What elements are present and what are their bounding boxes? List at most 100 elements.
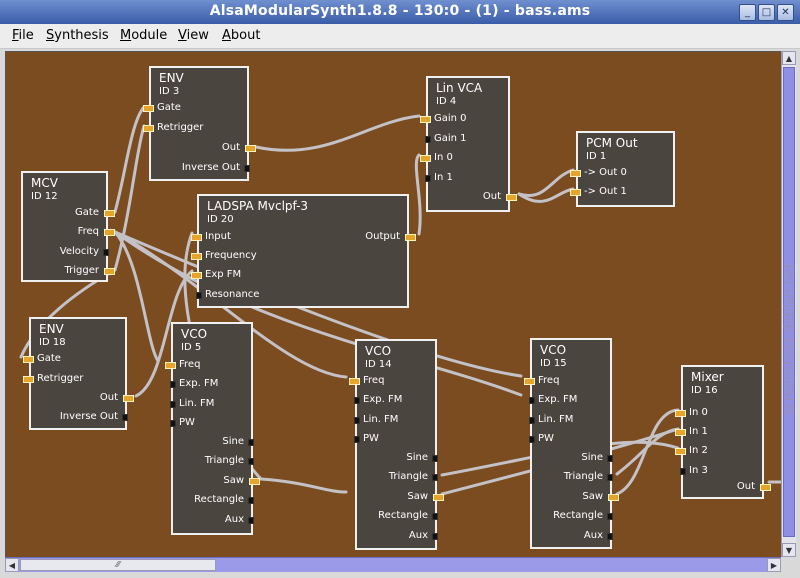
jack-saw-out[interactable] — [249, 478, 260, 485]
jack-gate-out[interactable] — [104, 210, 115, 217]
port-pw: PW — [538, 433, 554, 444]
port-pw: PW — [179, 417, 195, 428]
jack-out1-in[interactable] — [570, 189, 581, 196]
jack-linfm-in[interactable] — [529, 417, 535, 424]
jack-freq-in[interactable] — [165, 362, 176, 369]
jack-pw-in[interactable] — [354, 436, 360, 443]
menu-view[interactable]: View — [178, 28, 209, 43]
jack-out[interactable] — [506, 194, 517, 201]
horizontal-scrollbar[interactable]: ◀ ⁄⁄⁄ ▶ — [5, 557, 781, 572]
jack-aux-out[interactable] — [248, 517, 254, 524]
jack-gate-in[interactable] — [23, 356, 34, 363]
jack-expfm-in[interactable] — [354, 397, 360, 404]
jack-rectangle-out[interactable] — [248, 497, 254, 504]
jack-gain1-in[interactable] — [425, 136, 431, 143]
jack-freq-in[interactable] — [524, 378, 535, 385]
jack-retrigger-in[interactable] — [23, 376, 34, 383]
jack-retrigger-in[interactable] — [143, 125, 154, 132]
scroll-up-arrow-icon[interactable]: ▲ — [782, 51, 796, 65]
jack-aux-out[interactable] — [432, 533, 438, 540]
jack-trigger-out[interactable] — [104, 268, 115, 275]
module-mcv-12[interactable]: MCV ID 12 Gate Freq Velocity Trigger — [21, 171, 115, 282]
horizontal-scroll-thumb[interactable]: ⁄⁄⁄ — [20, 559, 216, 571]
jack-triangle-out[interactable] — [248, 458, 254, 465]
menu-about[interactable]: About — [222, 28, 261, 43]
module-name: VCO — [365, 344, 392, 358]
jack-gate-in[interactable] — [143, 105, 154, 112]
jack-in1-in[interactable] — [425, 175, 431, 182]
module-mixer-16[interactable]: Mixer ID 16 In 0 In 1 In 2 In 3 Out — [675, 365, 771, 499]
port-sine: Sine — [406, 452, 428, 463]
module-linvca-4[interactable]: Lin VCA ID 4 Gain 0 Gain 1 In 0 In 1 Out — [420, 76, 517, 212]
jack-out[interactable] — [245, 145, 256, 152]
jack-expfm-in[interactable] — [529, 397, 535, 404]
vertical-scrollbar[interactable]: ▲ ▼ — [781, 51, 796, 557]
jack-resonance-in[interactable] — [196, 292, 202, 299]
jack-out[interactable] — [760, 484, 771, 491]
module-id: ID 16 — [691, 385, 718, 396]
module-env-3[interactable]: ENV ID 3 Gate Retrigger Out Inverse Out — [143, 66, 256, 181]
jack-gain0-in[interactable] — [420, 116, 431, 123]
scroll-left-arrow-icon[interactable]: ◀ — [5, 558, 19, 572]
jack-triangle-out[interactable] — [432, 474, 438, 481]
cable-vca-pcm-out1 — [517, 187, 575, 203]
jack-pw-in[interactable] — [529, 436, 535, 443]
module-pcmout-1[interactable]: PCM Out ID 1 -> Out 0 -> Out 1 — [570, 131, 675, 207]
module-name: PCM Out — [586, 136, 638, 150]
menu-module[interactable]: Module — [120, 28, 168, 43]
title-bar: AlsaModularSynth1.8.8 - 130:0 - (1) - ba… — [0, 0, 800, 25]
jack-sine-out[interactable] — [432, 455, 438, 462]
port-in0: In 0 — [434, 152, 453, 163]
port-saw: Saw — [407, 491, 428, 502]
close-button[interactable]: ✕ — [777, 4, 794, 21]
jack-freq-out[interactable] — [104, 229, 115, 236]
jack-saw-out[interactable] — [433, 494, 444, 501]
module-ladspa-20[interactable]: LADSPA Mvclpf-3 ID 20 Input Frequency Ex… — [191, 194, 416, 308]
jack-linfm-in[interactable] — [354, 417, 360, 424]
port-expfm: Exp. FM — [179, 378, 219, 389]
menu-file[interactable]: File — [12, 28, 34, 43]
vertical-scroll-thumb[interactable] — [783, 67, 795, 537]
jack-saw-out[interactable] — [608, 494, 619, 501]
patch-canvas[interactable]: ENV ID 3 Gate Retrigger Out Inverse Out … — [5, 51, 782, 558]
jack-input-in[interactable] — [191, 234, 202, 241]
maximize-button[interactable]: □ — [758, 4, 775, 21]
jack-sine-out[interactable] — [607, 455, 613, 462]
port-sine: Sine — [222, 436, 244, 447]
jack-in2-in[interactable] — [675, 448, 686, 455]
jack-triangle-out[interactable] — [607, 474, 613, 481]
jack-rectangle-out[interactable] — [432, 513, 438, 520]
jack-in1-in[interactable] — [675, 429, 686, 436]
jack-in0-in[interactable] — [675, 410, 686, 417]
module-vco-5[interactable]: VCO ID 5 Freq Exp. FM Lin. FM PW Sine Tr… — [165, 322, 260, 535]
module-env-18[interactable]: ENV ID 18 Gate Retrigger Out Inverse Out — [23, 317, 134, 430]
jack-freq-in[interactable] — [349, 378, 360, 385]
jack-in0-in[interactable] — [420, 155, 431, 162]
port-out: Out — [221, 142, 240, 153]
jack-sine-out[interactable] — [248, 439, 254, 446]
jack-expfm-in[interactable] — [191, 272, 202, 279]
jack-rectangle-out[interactable] — [607, 513, 613, 520]
jack-expfm-in[interactable] — [170, 381, 176, 388]
port-triangle: Triangle — [563, 471, 603, 482]
jack-pw-in[interactable] — [170, 420, 176, 427]
port-trigger: Trigger — [64, 265, 100, 276]
menu-synthesis[interactable]: Synthesis — [46, 28, 109, 43]
port-aux: Aux — [408, 530, 428, 541]
jack-inverse-out[interactable] — [122, 414, 128, 421]
module-vco-14[interactable]: VCO ID 14 Freq Exp. FM Lin. FM PW Sine T… — [349, 339, 444, 550]
jack-frequency-in[interactable] — [191, 253, 202, 260]
jack-aux-out[interactable] — [607, 533, 613, 540]
scroll-right-arrow-icon[interactable]: ▶ — [767, 558, 781, 572]
jack-out[interactable] — [123, 395, 134, 402]
minimize-button[interactable]: _ — [739, 4, 756, 21]
jack-velocity-out[interactable] — [103, 249, 109, 256]
jack-linfm-in[interactable] — [170, 401, 176, 408]
module-vco-15[interactable]: VCO ID 15 Freq Exp. FM Lin. FM PW Sine T… — [524, 338, 619, 549]
jack-output-out[interactable] — [405, 234, 416, 241]
port-linfm: Lin. FM — [179, 398, 215, 409]
jack-out0-in[interactable] — [570, 170, 581, 177]
jack-inverse-out[interactable] — [244, 165, 250, 172]
jack-in3-in[interactable] — [680, 468, 686, 475]
scroll-down-arrow-icon[interactable]: ▼ — [782, 543, 796, 557]
